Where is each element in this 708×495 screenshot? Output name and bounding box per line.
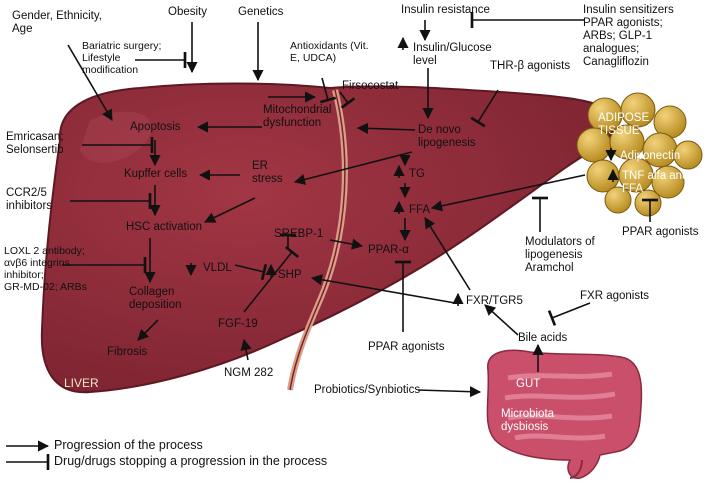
label-insulin-glucose-level: Insulin/Glucose level <box>413 42 492 67</box>
label-microbiota-dysbiosis: Microbiota dysbiosis <box>501 408 555 433</box>
label-tnf-alfa-ffa: TNF alfa and FFA <box>622 170 689 195</box>
label-srebp-1: SREBP-1 <box>274 228 324 240</box>
progression-arrows <box>6 20 586 452</box>
label-apoptosis: Apoptosis <box>130 121 181 133</box>
label-fxr-agonists: FXR agonists <box>580 290 650 302</box>
label-collagen-deposition: Collagen deposition <box>129 286 182 311</box>
label-ngm-282: NGM 282 <box>224 367 274 379</box>
label-de-novo-lipogenesis: De novo lipogenesis <box>418 124 476 149</box>
label-shp: SHP <box>278 269 302 281</box>
label-antioxidants: Antioxidants (Vit. E, UDCA) <box>290 40 369 64</box>
label-adiponectin: Adiponectin <box>620 150 681 162</box>
label-gender-ethnicity-age: Gender, Ethnicity, Age <box>12 10 102 35</box>
label-liver: LIVER <box>64 376 99 390</box>
label-insulin-sensitizers: Insulin sensitizers PPAR agonists; ARBs;… <box>583 4 674 68</box>
indicator-arrows <box>185 36 619 306</box>
label-bile-acids: Bile acids <box>518 332 568 344</box>
label-emricasan-selonsertib: Emricasan; Selonsertib <box>6 131 64 156</box>
label-fibrosis: Fibrosis <box>107 346 148 358</box>
label-hsc-activation: HSC activation <box>126 221 203 233</box>
adipose-tissue <box>576 92 703 217</box>
label-er-stress: ER stress <box>252 160 283 185</box>
label-ccr-inhibitors: CCR2/5 inhibitors <box>6 187 53 212</box>
inhibition-lines <box>6 12 658 470</box>
label-ppar-agonists-bottom: PPAR agonists <box>368 341 445 353</box>
label-bariatric-surgery: Bariatric surgery; Lifestyle modificatio… <box>82 40 162 76</box>
label-modulators-of-lipogenesis: Modulators of lipogenesis Aramchol <box>525 236 595 274</box>
label-genetics: Genetics <box>238 6 284 18</box>
liver-shape <box>40 82 617 394</box>
gut-illustration <box>486 349 643 479</box>
label-loxl-antibody: LOXL 2 antibody; αvβ6 integrins inhibito… <box>4 245 87 293</box>
label-obesity: Obesity <box>168 6 207 18</box>
label-vldl: VLDL <box>203 262 232 274</box>
label-probiotics-synbiotics: Probiotics/Synbiotics <box>314 384 421 396</box>
label-ppar-agonists-right: PPAR agonists <box>622 226 699 238</box>
label-thr-beta-agonists: THR-β agonists <box>490 60 571 72</box>
label-tg: TG <box>409 168 425 180</box>
label-fxr-tgr5: FXR/TGR5 <box>466 295 523 307</box>
label-kupffer-cells: Kupffer cells <box>124 168 188 180</box>
label-insulin-resistance: Insulin resistance <box>401 4 490 16</box>
label-ffa: FFA <box>409 204 431 216</box>
legend-progression: Progression of the process <box>54 438 203 452</box>
label-fgf-19: FGF-19 <box>218 318 258 330</box>
label-mitochondrial-dysfunction: Mitochondrial dysfunction <box>263 104 332 129</box>
label-gut: GUT <box>516 378 541 390</box>
label-adipose-tissue: ADIPOSE TISSUE <box>598 112 650 137</box>
label-ppar-alpha: PPAR-α <box>368 244 409 256</box>
legend-inhibition: Drug/drugs stopping a progression in the… <box>54 454 328 468</box>
label-firsocostat: Firsocostat <box>342 80 399 92</box>
